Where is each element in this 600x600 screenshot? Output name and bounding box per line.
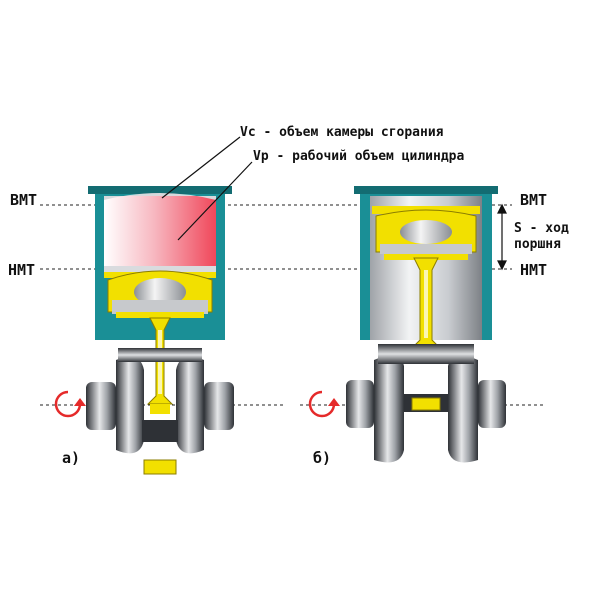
rotation-arrow-icon — [54, 390, 86, 418]
caption-a: а) — [62, 449, 80, 467]
bmt-label-left: ВМТ — [10, 191, 37, 209]
caption-b: б) — [313, 449, 331, 467]
nmt-label-right: НМТ — [520, 261, 547, 279]
rotation-arrow-icon — [308, 390, 340, 418]
piston-b — [372, 206, 480, 260]
stroke-label-line1: S - ход — [514, 221, 569, 236]
cylinder-a-head — [88, 186, 232, 194]
vc-label: Vc - объем камеры сгорания — [240, 125, 444, 140]
bmt-label-right: ВМТ — [520, 191, 547, 209]
cylinder-b-head — [354, 186, 498, 194]
stroke-dimension — [497, 203, 507, 271]
crankshaft-b — [346, 344, 506, 463]
vp-label: Vp - рабочий объем цилиндра — [253, 149, 464, 164]
crankshaft-a — [86, 348, 234, 475]
stroke-label-line2: поршня — [514, 237, 561, 252]
leader-lines — [161, 136, 253, 241]
vc-leader — [161, 136, 241, 199]
engine-b — [308, 186, 506, 463]
nmt-label-left: НМТ — [8, 261, 35, 279]
vp-leader — [177, 161, 253, 241]
engine-a — [54, 186, 234, 475]
cylinder-a-gas — [104, 196, 216, 266]
piston-a — [104, 266, 216, 318]
